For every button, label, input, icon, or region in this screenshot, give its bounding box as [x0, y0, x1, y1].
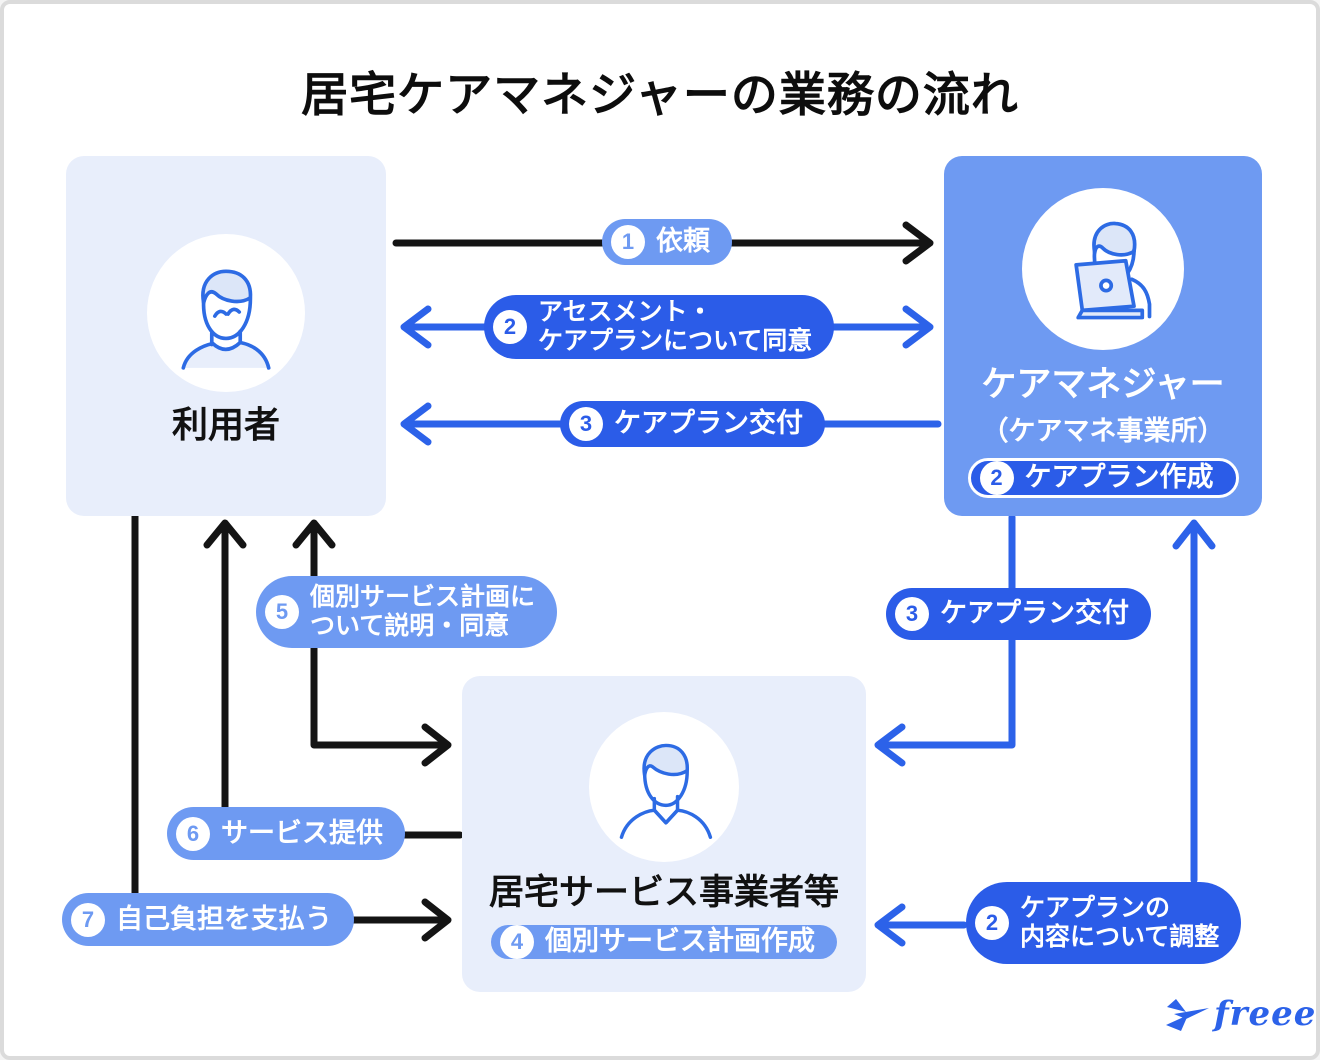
- care-manager-badge: 2 ケアプラン作成: [967, 458, 1239, 498]
- avatar: [589, 712, 739, 862]
- step-number: 2: [979, 461, 1014, 495]
- step-number: 6: [176, 816, 210, 851]
- flow-text: 自己負担を支払う: [116, 903, 332, 934]
- step-number: 1: [611, 225, 645, 259]
- node-service-provider: 居宅サービス事業者等 4 個別サービス計画作成: [462, 676, 866, 992]
- step-number: 2: [493, 310, 527, 344]
- badge-label: ケアプラン作成: [1024, 462, 1214, 493]
- care-manager-laptop-icon: [1074, 221, 1152, 320]
- arrow-careplan-delivery-provider: [874, 513, 1016, 767]
- service-provider-label: 居宅サービス事業者等: [488, 873, 839, 912]
- flow-text: ケアプランの内容について調整: [1020, 894, 1220, 951]
- node-user: 利用者: [66, 156, 386, 516]
- avatar: [147, 234, 305, 392]
- flow-label-individual-plan-consent: 5 個別サービス計画について説明・同意: [256, 576, 558, 648]
- step-number: 7: [71, 902, 105, 937]
- user-label: 利用者: [171, 404, 280, 445]
- service-provider-badge: 4 個別サービス計画作成: [491, 925, 837, 959]
- flow-text: アセスメント・ケアプランについて同意: [538, 298, 813, 355]
- flow-text: 個別サービス計画について説明・同意: [310, 583, 536, 640]
- page-title: 居宅ケアマネジャーの業務の流れ: [301, 68, 1019, 121]
- flow-label-careplan-delivery-provider: 3 ケアプラン交付: [886, 588, 1151, 640]
- flow-text: 依頼: [656, 226, 710, 257]
- step-number: 5: [265, 595, 299, 629]
- step-number: 4: [500, 925, 534, 959]
- flow-label-self-payment: 7 自己負担を支払う: [62, 893, 354, 946]
- flow-text: ケアプラン交付: [614, 408, 803, 439]
- step-number: 3: [895, 597, 929, 631]
- freee-logo: freee: [1164, 994, 1316, 1034]
- freee-bird-icon: [1166, 999, 1209, 1031]
- arrow-service-provision: [203, 519, 464, 839]
- step-number: 2: [975, 906, 1009, 940]
- node-care-manager: ケアマネジャー （ケアマネ事業所） 2 ケアプラン作成: [944, 156, 1262, 516]
- care-manager-label: ケアマネジャー: [981, 365, 1225, 404]
- badge-label: 個別サービス計画作成: [545, 926, 815, 957]
- arrow-careplan-adjustment-left: [874, 903, 968, 947]
- flow-label-assessment-consent: 2 アセスメント・ケアプランについて同意: [484, 295, 835, 359]
- step-number: 3: [569, 407, 603, 441]
- flow-label-request: 1 依頼: [602, 219, 732, 265]
- service-provider-icon: [619, 743, 713, 840]
- elderly-user-icon: [181, 269, 271, 370]
- flow-label-service-provision: 6 サービス提供: [167, 807, 405, 860]
- avatar: [1022, 188, 1184, 350]
- arrow-careplan-adjustment-up: [1172, 519, 1216, 884]
- flow-text: ケアプラン交付: [940, 598, 1129, 629]
- freee-logo-text: freee: [1214, 994, 1317, 1034]
- flow-label-careplan-adjustment: 2 ケアプランの内容について調整: [966, 882, 1242, 964]
- flow-text: サービス提供: [221, 817, 383, 848]
- care-manager-sublabel: （ケアマネ事業所）: [981, 416, 1225, 446]
- flow-label-careplan-delivery-user: 3 ケアプラン交付: [560, 401, 825, 447]
